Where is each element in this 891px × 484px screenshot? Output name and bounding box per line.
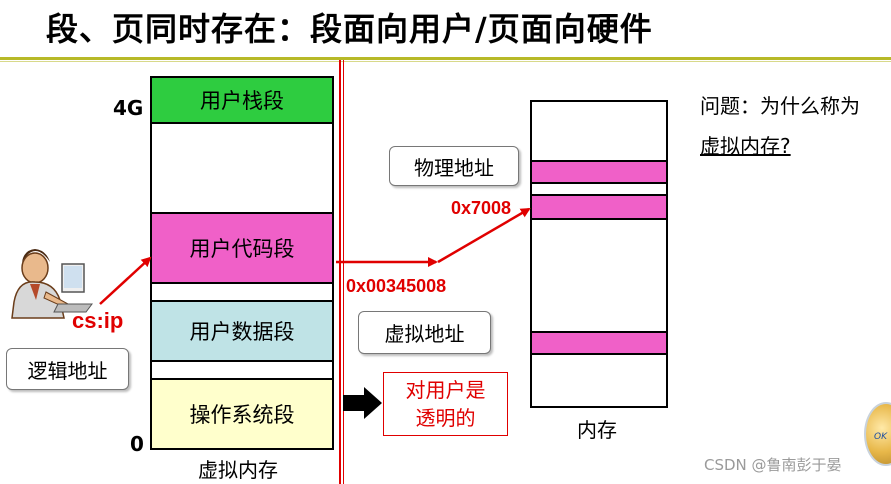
physical-page-1 xyxy=(532,160,666,184)
bottom-address-label: 0 xyxy=(130,432,144,456)
cs-ip-arrow xyxy=(99,256,152,305)
user-code-segment: 用户代码段 xyxy=(152,212,332,284)
page-title: 段、页同时存在：段面向用户/页面向硬件 xyxy=(46,10,653,48)
watermark: CSDN @鲁南彭于晏 xyxy=(704,456,842,474)
user-stack-segment: 用户栈段 xyxy=(152,78,332,124)
badge-text: OK xyxy=(874,432,887,442)
transparent-note-box: 对用户是 透明的 xyxy=(383,372,508,436)
transparent-note-line2: 透明的 xyxy=(415,406,476,430)
physical-memory-caption: 内存 xyxy=(577,418,617,442)
separator-line-thin xyxy=(343,60,344,484)
question-line2: 虚拟内存? xyxy=(700,134,791,158)
virtual-memory-caption: 虚拟内存 xyxy=(198,458,278,482)
user-figure-icon xyxy=(11,249,93,319)
logical-address-callout: 逻辑地址 xyxy=(6,348,129,390)
physical-address-callout: 物理地址 xyxy=(389,146,519,186)
title-divider-shadow xyxy=(0,61,891,62)
user-data-segment: 用户数据段 xyxy=(152,300,332,362)
virtual-address-value: 0x00345008 xyxy=(346,276,447,296)
physical-address-value: 0x7008 xyxy=(451,198,512,218)
cs-ip-label: cs:ip xyxy=(72,308,124,333)
question-text: 问题：为什么称为 虚拟内存? xyxy=(700,86,860,166)
physical-memory-block xyxy=(530,100,668,408)
question-line1: 问题：为什么称为 xyxy=(700,94,860,118)
physical-page-2 xyxy=(532,194,666,220)
transparent-arrow-icon xyxy=(343,387,382,419)
top-address-label: 4G xyxy=(113,96,144,120)
os-segment: 操作系统段 xyxy=(152,378,332,448)
title-divider xyxy=(0,57,891,60)
transparent-note-line1: 对用户是 xyxy=(405,378,486,402)
physical-mapping-arrow xyxy=(437,207,531,264)
physical-page-3 xyxy=(532,331,666,355)
separator-line xyxy=(339,60,341,484)
virtual-address-callout: 虚拟地址 xyxy=(358,311,491,354)
